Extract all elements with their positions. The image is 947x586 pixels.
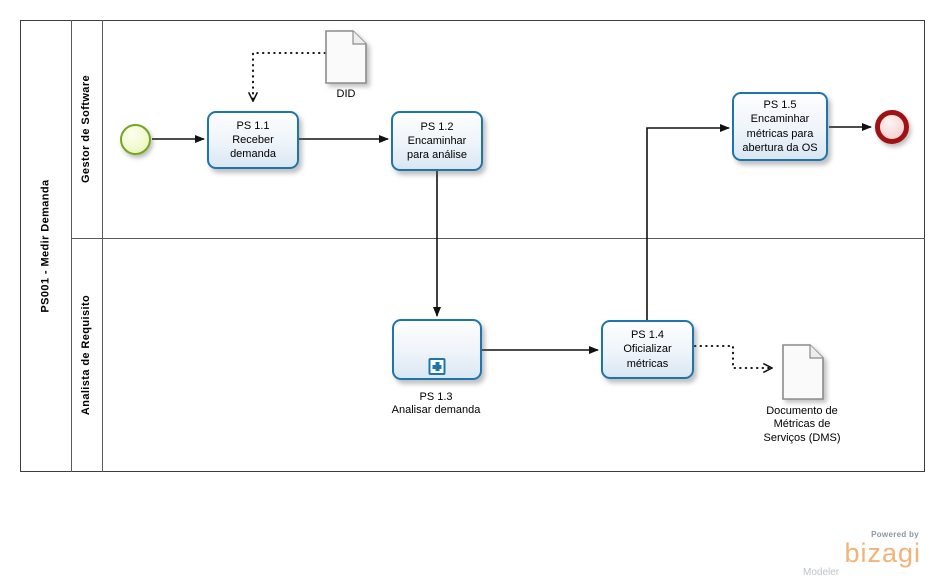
task-ps14-label: PS 1.4 Oficializar métricas bbox=[623, 329, 672, 370]
bizagi-logo: bizagi bbox=[844, 538, 921, 568]
task-ps11-label: PS 1.1 Receber demanda bbox=[230, 119, 276, 161]
document-did-icon bbox=[325, 30, 367, 89]
document-dms-label: Documento de Métricas de Serviços (DMS) bbox=[763, 405, 841, 444]
task-ps11-receber-demanda: PS 1.1 Receber demanda bbox=[207, 111, 299, 169]
lane-divider bbox=[71, 238, 925, 239]
lane-label-gestor-de-software: Gestor de Software bbox=[80, 74, 93, 184]
powered-by-text: Powered by bbox=[871, 530, 919, 539]
lane-label-divider bbox=[102, 20, 103, 472]
start-event bbox=[120, 124, 151, 155]
pool-title: PS001 - Medir Demanda bbox=[39, 179, 52, 313]
pool-border bbox=[20, 20, 925, 472]
lane-label-analista-de-requisito: Analista de Requisito bbox=[80, 294, 93, 416]
document-did-label: DID bbox=[336, 88, 356, 100]
task-ps15-label: PS 1.5 Encaminhar métricas para abertura… bbox=[742, 98, 818, 154]
subprocess-ps13-label: PS 1.3 Analisar demanda bbox=[391, 391, 481, 417]
bizagi-branding: Powered by bizagi Modeler bbox=[801, 530, 921, 578]
task-ps12-encaminhar-para-analise: PS 1.2 Encaminhar para análise bbox=[391, 111, 483, 171]
task-ps15-encaminhar-metricas: PS 1.5 Encaminhar métricas para abertura… bbox=[732, 92, 828, 161]
subprocess-plus-icon bbox=[428, 358, 446, 375]
task-ps12-label: PS 1.2 Encaminhar para análise bbox=[407, 120, 467, 162]
end-event bbox=[875, 110, 909, 144]
task-ps14-oficializar-metricas: PS 1.4 Oficializar métricas bbox=[601, 320, 694, 379]
bizagi-modeler-text: Modeler bbox=[803, 567, 840, 578]
pool-title-divider bbox=[71, 20, 72, 472]
subprocess-ps13-analisar-demanda bbox=[392, 319, 482, 380]
document-dms-icon bbox=[782, 344, 824, 405]
